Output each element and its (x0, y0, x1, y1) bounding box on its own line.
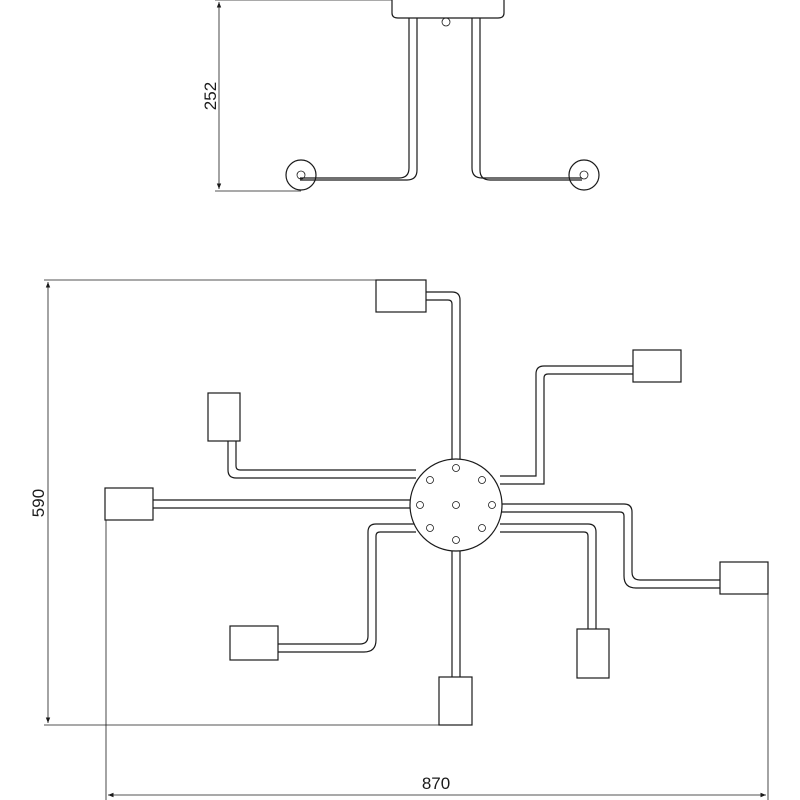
side-canopy (391, 0, 505, 19)
arm-east-outer (500, 503, 720, 581)
arm-southeast-inner (500, 531, 589, 630)
socket-northwest (207, 392, 241, 442)
arm-east-inner (500, 511, 720, 589)
side-arm-right-inner (479, 18, 582, 181)
plan-dim-label-870: 870 (422, 774, 450, 793)
side-elevation-view: 252 (201, 0, 600, 192)
arm-north-outer (425, 291, 461, 462)
arm-southwest-outer (278, 523, 416, 645)
side-arm-left-inner (300, 18, 418, 181)
canopy-hole (488, 501, 496, 509)
arm-southeast-outer (500, 523, 597, 630)
canopy-holes (416, 464, 496, 544)
arm-northeast-outer (500, 365, 634, 477)
canopy-hole (452, 464, 460, 472)
side-canopy-hook (441, 17, 451, 27)
canopy-hole (478, 476, 486, 484)
side-arm-left-outer (300, 18, 410, 179)
arm-northwest-inner (235, 440, 416, 471)
plan-dim-label-590: 590 (29, 489, 48, 517)
side-socket-right-center (579, 170, 589, 180)
canopy-hole (452, 536, 460, 544)
arm-northeast-inner (500, 373, 634, 485)
plan-view: 590 870 (29, 279, 769, 800)
side-arm-right-outer (471, 18, 582, 179)
socket-northeast (632, 349, 682, 383)
canopy-hole (478, 524, 486, 532)
arm-north-inner (425, 299, 453, 462)
canopy-hole (426, 476, 434, 484)
side-socket-right (568, 159, 600, 191)
side-socket-left-center (296, 170, 306, 180)
socket-southeast (576, 628, 610, 679)
side-dim-label-252: 252 (201, 82, 220, 110)
canopy-hole (426, 524, 434, 532)
socket-west (104, 487, 154, 521)
socket-east (719, 561, 769, 595)
side-socket-left (285, 159, 317, 191)
arm-northwest-outer (227, 440, 416, 479)
canopy-hole-center (452, 501, 460, 509)
arm-southwest-inner (278, 531, 416, 653)
socket-north (375, 279, 427, 313)
socket-south (438, 676, 473, 726)
canopy-hole (416, 501, 424, 509)
socket-southwest (229, 625, 279, 661)
